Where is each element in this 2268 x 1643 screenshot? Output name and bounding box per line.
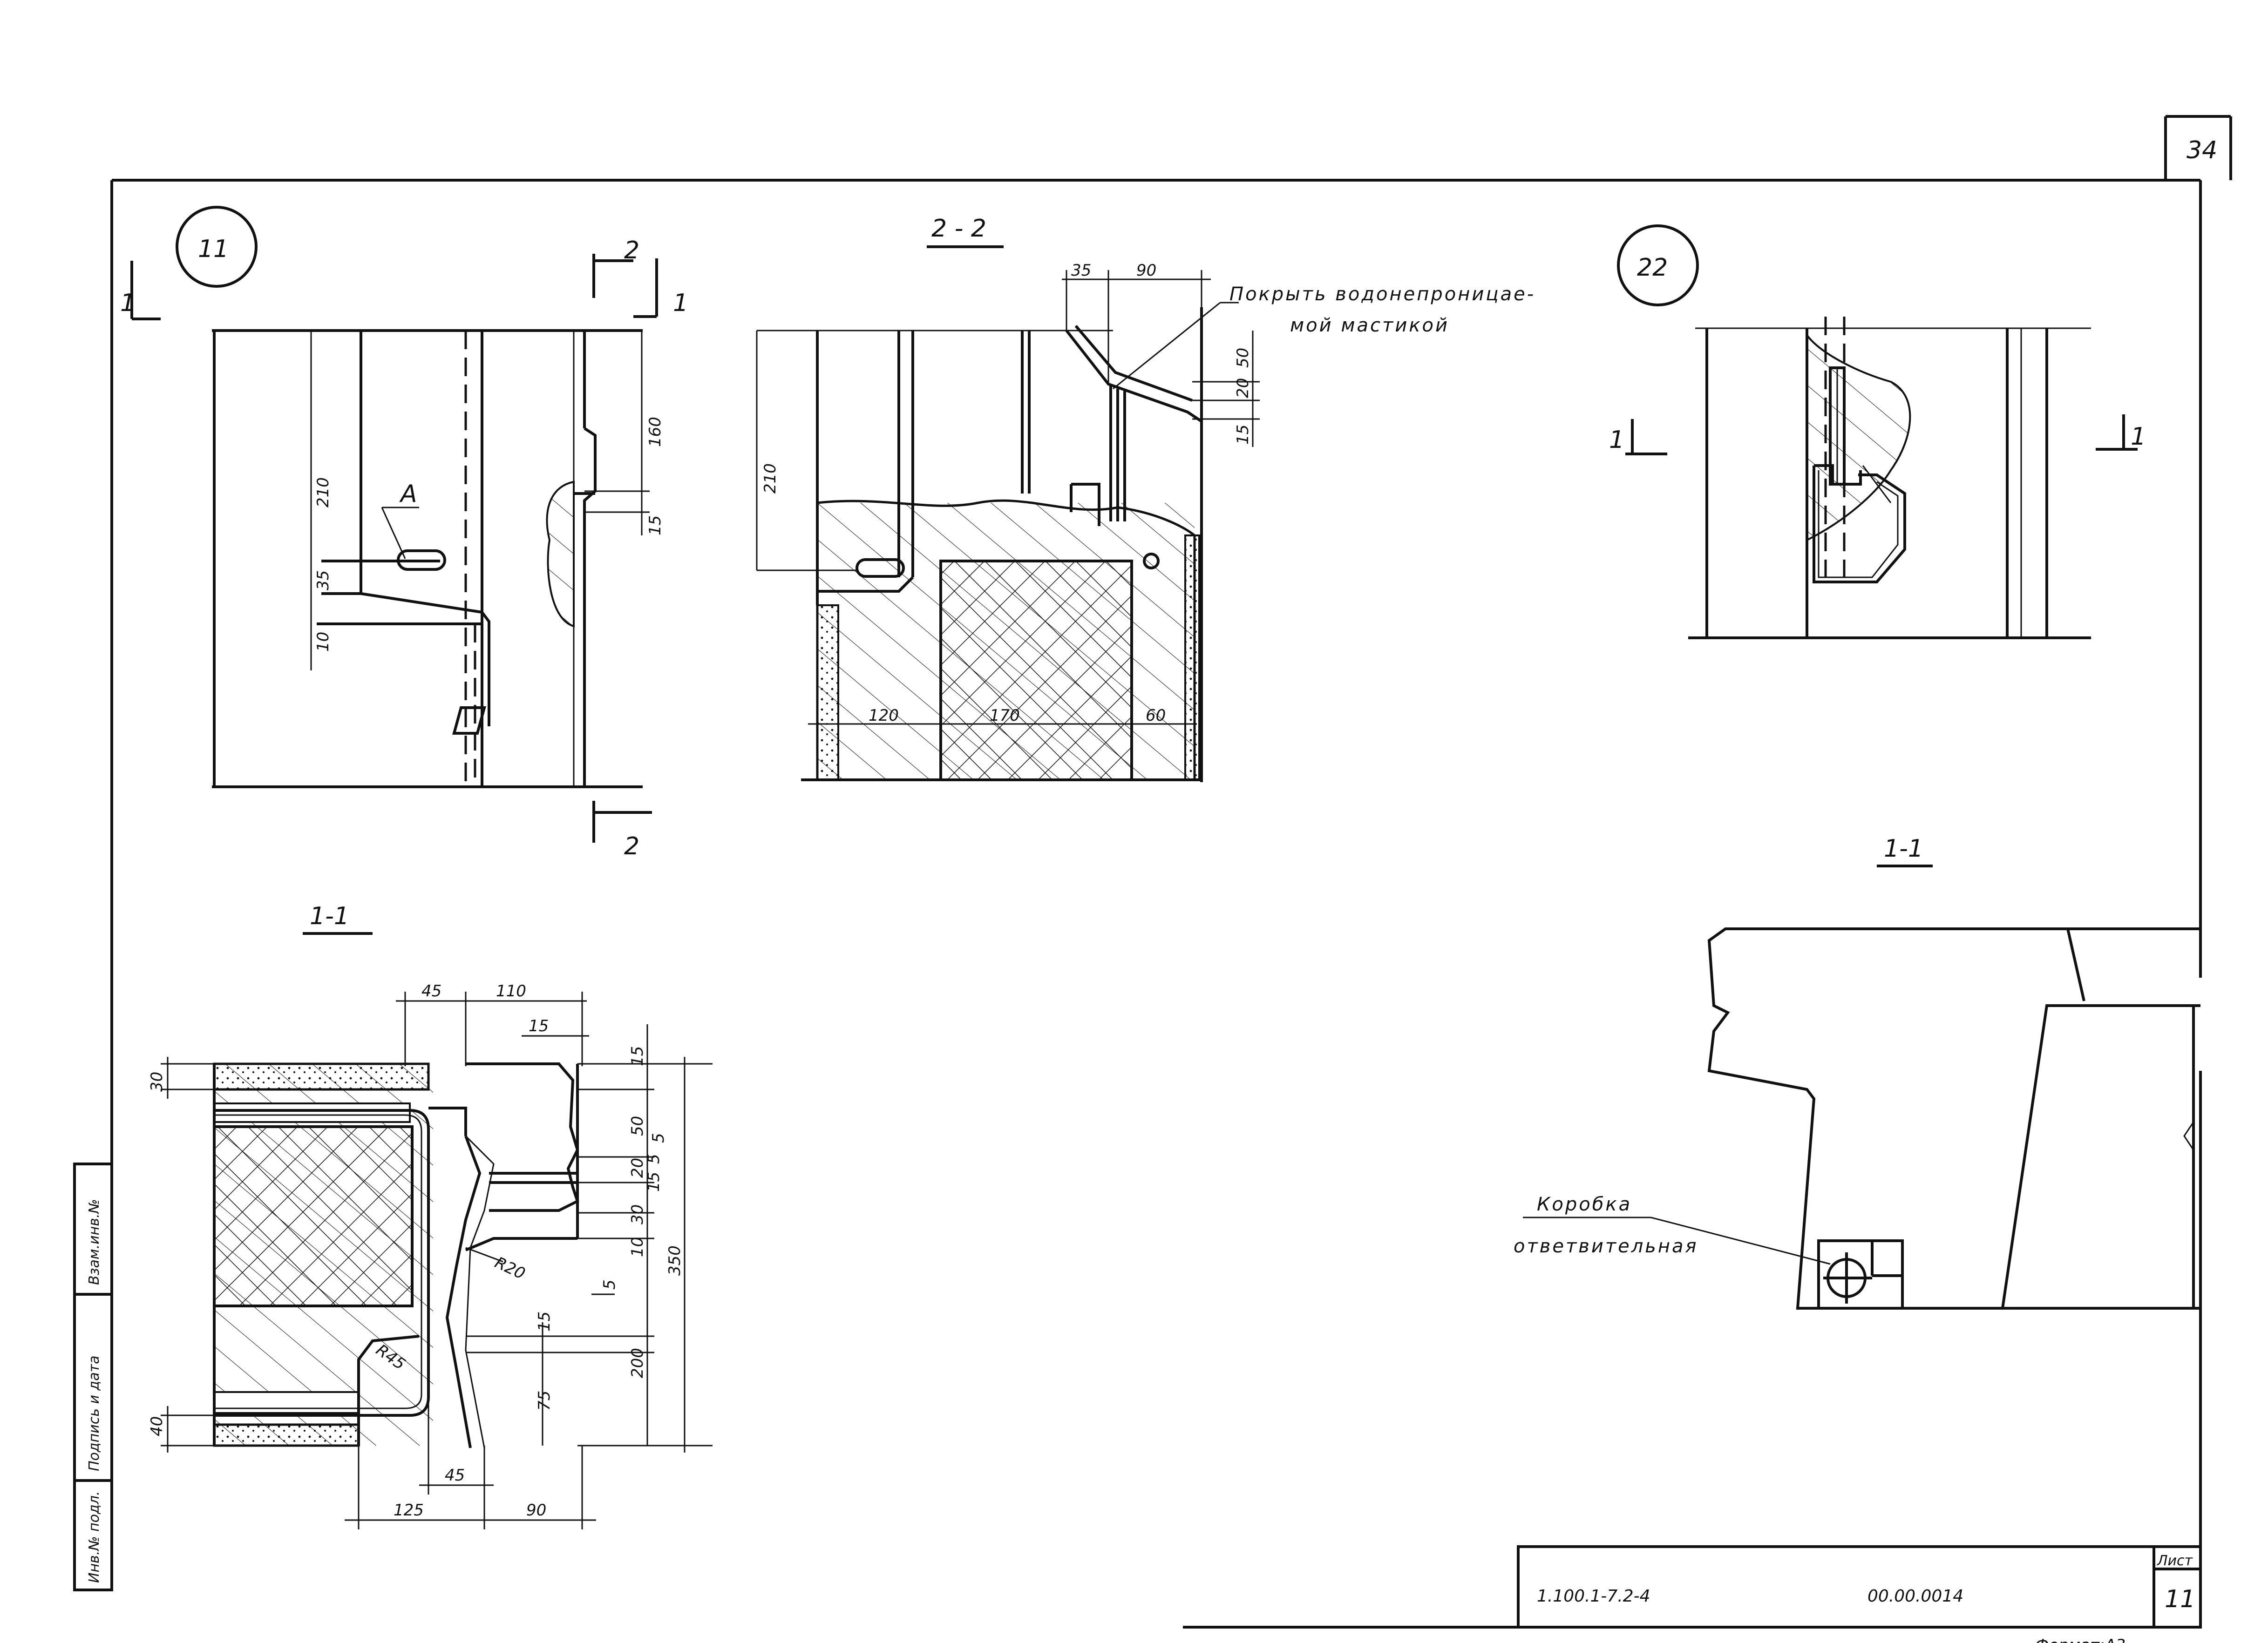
code-text: 00.00.0014 — [1867, 1587, 1963, 1606]
node-11-dim-160: 160 — [646, 417, 665, 447]
section-2-2-dim-170: 170 — [990, 706, 1020, 725]
node-22-mark-1-right: 1 — [2131, 423, 2146, 451]
section-1-1-dim-45-bottom: 45 — [445, 1466, 465, 1485]
junction-box-label-line1: Коробка — [1537, 1194, 1632, 1215]
node-11-marker-circle — [176, 206, 258, 288]
junction-box-label-line2: ответвительная — [1514, 1236, 1698, 1257]
section-1-1-dim-30-left: 30 — [148, 1072, 166, 1092]
node-11-mark-2-bottom: 2 — [624, 832, 639, 860]
section-2-2: 2 - 2 210 35 — [756, 215, 1535, 782]
section-1-1-left: 1-1 R20 R45 45 110 15 — [148, 902, 713, 1529]
node-11-marker: 11 — [198, 235, 229, 263]
node-11-mark-2-top: 2 — [624, 237, 639, 264]
section-2-2-dim-50: 50 — [1234, 348, 1252, 368]
section-2-2-note-line2: мой мастикой — [1290, 315, 1449, 336]
section-1-1-right-title: 1-1 — [1884, 835, 1923, 863]
node-11-mark-1-left: 1 — [120, 289, 136, 317]
node-11-dim-10: 10 — [314, 632, 333, 652]
section-2-2-note-line1: Покрыть водонепроницае- — [1229, 284, 1535, 305]
node-11-mark-A: А — [399, 480, 417, 508]
format-text: Формат:А3 — [2035, 1636, 2125, 1643]
inv-original-label: Инв.№ подл. — [86, 1491, 102, 1583]
section-1-1-dim-350: 350 — [665, 1245, 684, 1276]
designation-text: 1.100.1-7.2-4 — [1537, 1587, 1650, 1606]
section-2-2-dim-15: 15 — [1234, 425, 1252, 445]
section-1-1-dim-200: 200 — [628, 1348, 647, 1378]
section-1-1-dim-40-left: 40 — [148, 1416, 166, 1436]
node-11-dim-15: 15 — [646, 515, 665, 535]
section-1-1-left-title: 1-1 — [310, 902, 349, 930]
section-2-2-dim-20: 20 — [1234, 378, 1252, 398]
section-2-2-dim-35: 35 — [1071, 261, 1091, 280]
section-1-1-dim-50-r: 50 — [628, 1116, 647, 1136]
section-1-1-dim-30-r: 30 — [628, 1204, 647, 1224]
node-22-mark-1-left: 1 — [1609, 426, 1624, 454]
section-1-1-right: 1-1 Коробка ответвительная — [1514, 835, 2200, 1310]
section-2-2-dim-60: 60 — [1146, 706, 1166, 725]
section-1-1-dim-20-r: 20 — [628, 1158, 647, 1178]
section-2-2-dim-90: 90 — [1136, 261, 1156, 280]
section-1-1-dim-15-b: 15 — [645, 1172, 663, 1192]
section-1-1-dim-75: 75 — [535, 1391, 554, 1411]
section-2-2-dim-210: 210 — [761, 463, 780, 494]
side-stamp: Инв.№ подл. Подпись и дата Взам.инв.№ — [73, 1163, 113, 1591]
page-number-box: 34 — [2164, 115, 2232, 180]
title-block: 1.100.1-7.2-4 00.00.0014 Лист 11 Формат:… — [1517, 1545, 2202, 1643]
node-22-marker-circle — [1617, 224, 1699, 306]
section-1-1-dim-90: 90 — [526, 1501, 546, 1520]
section-1-1-radius-R20: R20 — [492, 1253, 528, 1284]
section-1-1-dim-15-r2: 15 — [535, 1312, 554, 1332]
signature-date-label: Подпись и дата — [86, 1356, 102, 1472]
sheet-number: 11 — [2165, 1585, 2195, 1613]
inv-replace-label: Взам.инв.№ — [86, 1199, 102, 1285]
node-11-dim-210: 210 — [314, 477, 333, 507]
sheet-label: Лист — [2157, 1553, 2193, 1569]
section-1-1-dim-110: 110 — [496, 982, 526, 1001]
node-11-detail: 11 1 2 1 2 — [120, 206, 688, 860]
section-1-1-dim-45-top: 45 — [421, 982, 441, 1001]
section-1-1-dim-5-r: 5 — [600, 1279, 619, 1290]
section-2-2-dim-120: 120 — [869, 706, 899, 725]
node-11-dim-35: 35 — [314, 570, 333, 590]
section-1-1-dim-5-c: 5 — [649, 1133, 668, 1143]
section-1-1-dim-15-top: 15 — [529, 1017, 549, 1035]
node-11-mark-1-right: 1 — [673, 289, 688, 317]
section-1-1-dim-10-r: 10 — [628, 1237, 647, 1257]
node-22-detail: 22 1 1 — [1609, 224, 2146, 639]
section-1-1-dim-15-r1: 15 — [628, 1046, 647, 1066]
node-22-marker: 22 — [1637, 254, 1668, 282]
section-2-2-title: 2 - 2 — [931, 215, 986, 243]
page-number: 34 — [2187, 136, 2217, 164]
section-1-1-dim-125: 125 — [394, 1501, 424, 1520]
section-1-1-dim-5-a: 5 — [645, 1154, 663, 1164]
